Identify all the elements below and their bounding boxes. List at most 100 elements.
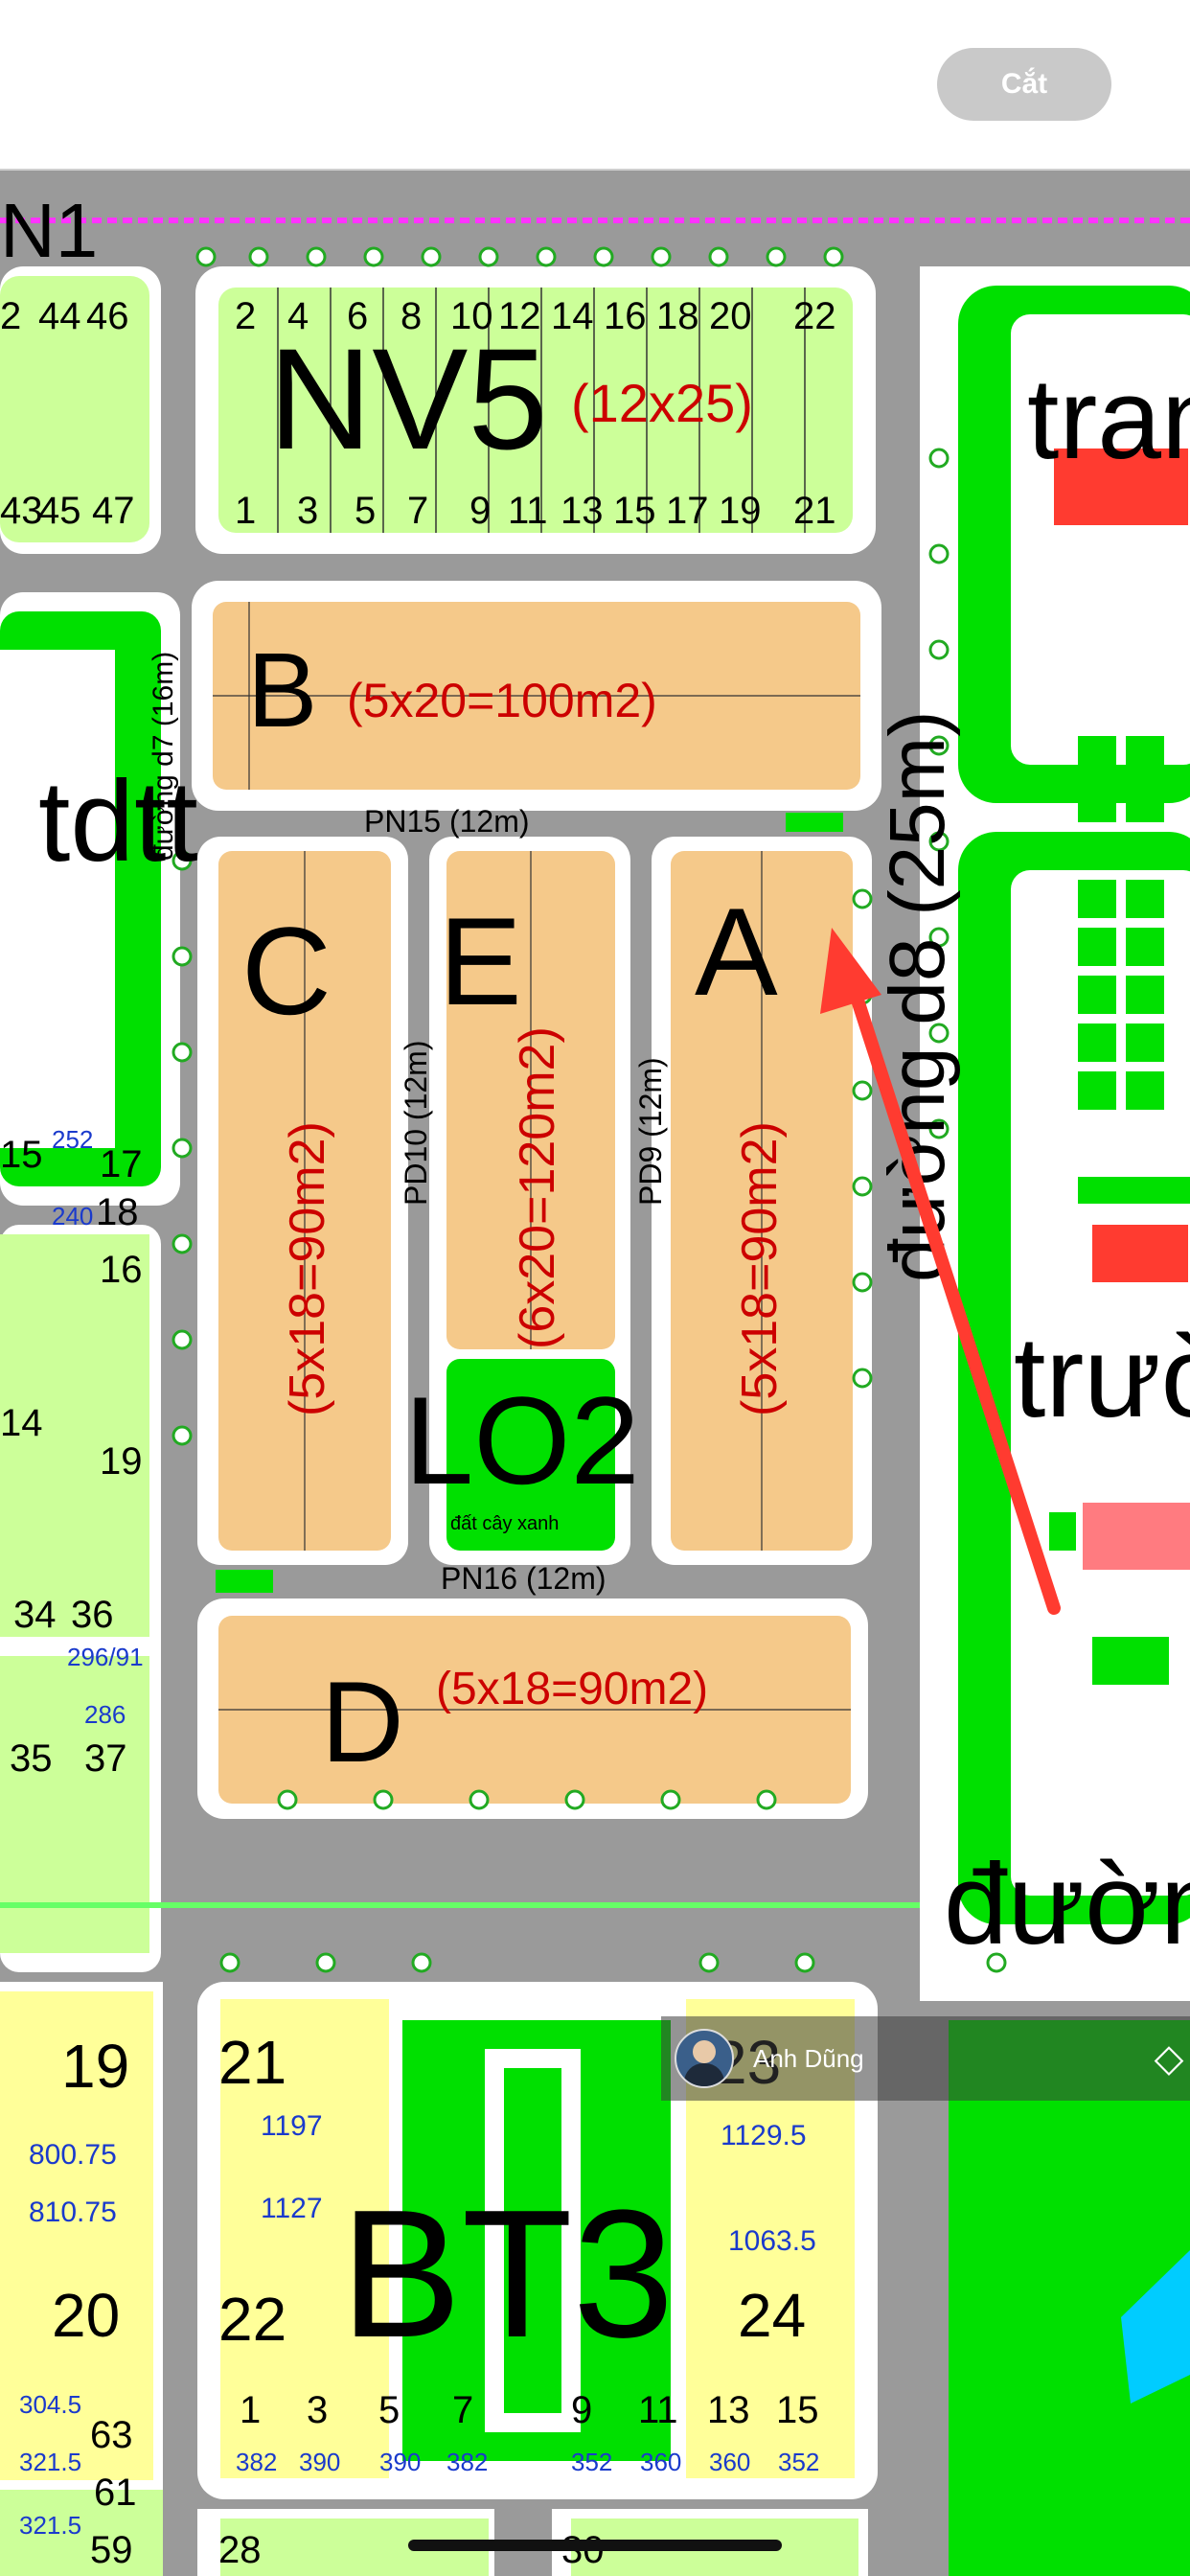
label-lot-e-size: (6x20=120m2) [510, 1026, 565, 1349]
crop-button[interactable]: Cắt [937, 48, 1111, 121]
planning-map: N1 NV5 (12x25) 2 4 6 8 10 12 14 16 18 20… [0, 171, 1190, 2576]
bt3-19: 19 [61, 2032, 129, 2101]
left-top-3: 46 [86, 295, 129, 337]
nv5-bottom-10: 19 [719, 490, 762, 532]
bottom-area-8: 352 [778, 2448, 819, 2476]
nv5-bottom-2: 3 [297, 490, 318, 532]
label-truong: trườ [1014, 1313, 1190, 1441]
left-mid-a240: 240 [52, 1202, 93, 1230]
bt3-area-11295: 1129.5 [721, 2120, 807, 2151]
nv5-top-11: 22 [793, 295, 836, 337]
label-road-n1: N1 [0, 188, 98, 273]
bottom-63: 63 [90, 2414, 133, 2456]
nv5-bottom-1: 1 [235, 490, 256, 532]
avatar [675, 2029, 734, 2088]
nv5-top-3: 6 [347, 295, 368, 337]
home-indicator[interactable] [408, 2540, 782, 2551]
left-mid-a286: 286 [84, 1700, 126, 1729]
left-mid-14: 14 [0, 1402, 43, 1444]
left-top-2: 44 [38, 295, 81, 337]
bottom-28: 28 [218, 2529, 262, 2571]
bottom-top-9: 9 [571, 2389, 592, 2431]
bottom-59: 59 [90, 2529, 133, 2571]
nv5-top-5: 10 [450, 295, 493, 337]
label-tdtt: tdtt [38, 757, 198, 886]
left-mid-36: 36 [71, 1594, 114, 1636]
left-top-1: 2 [0, 295, 21, 337]
layers-icon[interactable]: ◇ [1154, 2037, 1184, 2080]
nv5-bottom-5: 9 [469, 490, 491, 532]
left-mid-19: 19 [100, 1440, 143, 1483]
label-lot-c: C [241, 901, 332, 1041]
label-bt3: BT3 [340, 2173, 674, 2376]
bt3-area-1127: 1127 [261, 2193, 323, 2224]
left-mid-a296: 296/91 [67, 1643, 144, 1671]
nv5-bottom-11: 21 [793, 490, 836, 532]
left-bottom-1: 43 [0, 490, 43, 532]
left-mid-18: 18 [96, 1191, 139, 1233]
bottom-61: 61 [94, 2472, 137, 2514]
bt3-22: 22 [218, 2285, 286, 2354]
bottom-area-3: 390 [379, 2448, 421, 2476]
left-mid-a252: 252 [52, 1125, 93, 1154]
bottom-top-11: 11 [638, 2389, 678, 2431]
nv5-top-8: 16 [604, 295, 647, 337]
bottom-area-4: 382 [446, 2448, 488, 2476]
nv5-bottom-4: 7 [407, 490, 428, 532]
bt3-area-80075: 800.75 [29, 2139, 117, 2171]
nv5-bottom-6: 11 [508, 490, 548, 532]
bt3-20: 20 [52, 2281, 120, 2350]
label-lot-a-size: (5x18=90m2) [732, 1121, 788, 1416]
label-lot-a: A [695, 882, 778, 1022]
label-road-d7: đường d7 (16m) [148, 652, 179, 861]
nv5-bottom-8: 15 [613, 490, 656, 532]
left-mid-34: 34 [13, 1594, 57, 1636]
left-mid-17: 17 [100, 1143, 143, 1185]
label-road-pd9: PD9 (12m) [633, 1057, 668, 1206]
left-mid-16: 16 [100, 1249, 143, 1291]
bottom-area-3215b: 321.5 [19, 2511, 81, 2540]
label-road-pn15: PN15 (12m) [364, 804, 530, 839]
bottom-area-1: 382 [236, 2448, 277, 2476]
red-arrow-icon [820, 928, 1061, 1615]
bottom-top-5: 5 [378, 2389, 400, 2431]
nv5-top-4: 8 [400, 295, 422, 337]
nv5-bottom-3: 5 [355, 490, 376, 532]
left-bottom-2: 45 [38, 490, 81, 532]
nv5-bottom-7: 13 [561, 490, 604, 532]
bt3-area-1197: 1197 [261, 2110, 323, 2142]
left-mid-15: 15 [0, 1134, 43, 1176]
left-mid-35: 35 [10, 1737, 53, 1780]
label-tran: tran [1027, 355, 1190, 483]
bottom-area-5: 352 [571, 2448, 612, 2476]
label-lot-c-size: (5x18=90m2) [280, 1121, 335, 1416]
label-dat-cay-xanh: đất cây xanh [450, 1513, 559, 1534]
nv5-top-2: 4 [287, 295, 309, 337]
label-nv5: NV5 [268, 318, 548, 479]
bottom-area-2: 390 [299, 2448, 340, 2476]
bt3-21: 21 [218, 2028, 286, 2097]
user-chip[interactable]: Anh Dũng ◇ [661, 2016, 1190, 2101]
bottom-top-13: 13 [707, 2389, 750, 2431]
nv5-top-6: 12 [498, 295, 541, 337]
label-nv5-size: (12x25) [571, 373, 753, 433]
label-lot-d: D [321, 1658, 404, 1786]
divider [0, 169, 1190, 171]
bottom-area-3215: 321.5 [19, 2448, 81, 2476]
bottom-area-7: 360 [709, 2448, 750, 2476]
label-lot-e: E [439, 891, 522, 1031]
nv5-top-7: 14 [551, 295, 594, 337]
bt3-area-81075: 810.75 [29, 2196, 117, 2228]
map-image: N1 NV5 (12x25) 2 4 6 8 10 12 14 16 18 20… [0, 171, 1190, 2576]
bottom-top-1: 1 [240, 2389, 261, 2431]
user-name: Anh Dũng [753, 2043, 864, 2073]
bt3-24: 24 [738, 2281, 806, 2350]
label-lot-b: B [247, 632, 317, 749]
bottom-top-3: 3 [307, 2389, 328, 2431]
nv5-top-9: 18 [656, 295, 699, 337]
label-road-pd10: PD10 (12m) [399, 1041, 433, 1207]
bottom-area-6: 360 [640, 2448, 681, 2476]
bottom-top-7: 7 [452, 2389, 473, 2431]
label-road-pn16: PN16 (12m) [441, 1561, 606, 1596]
label-duong: đườn [944, 1840, 1190, 1968]
